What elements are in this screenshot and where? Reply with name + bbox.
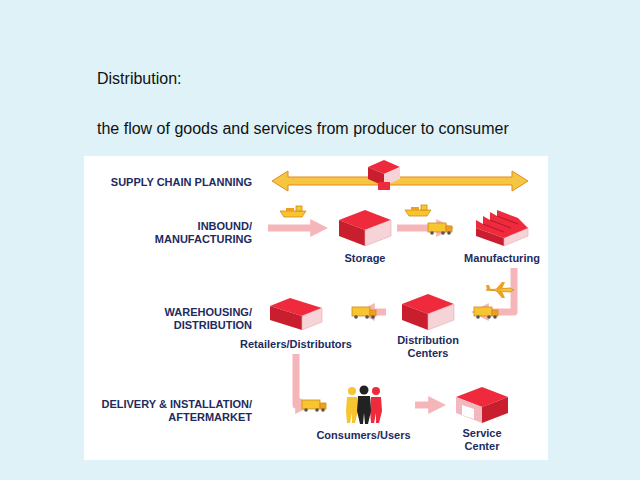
ship-icon [280, 206, 306, 217]
node-icon [482, 397, 508, 423]
node-icon [337, 208, 393, 248]
node-icon [372, 387, 380, 395]
flow-arrow [296, 354, 297, 405]
node-icon [476, 210, 528, 238]
row-label: SUPPLY CHAIN PLANNING [82, 176, 252, 189]
node-icon [400, 292, 456, 332]
row-label: WAREHOUSING/ DISTRIBUTION [152, 306, 252, 332]
node-icon [456, 397, 482, 423]
consumer-node: Consumers/Users [314, 385, 413, 443]
node-icon [483, 216, 518, 232]
node-caption: Retailers/Distributors [240, 336, 352, 351]
storage-node: Storage [335, 208, 395, 266]
ship-icon [280, 206, 306, 217]
truck-icon [474, 307, 498, 319]
distribution-center-node: Distribution Centers [388, 292, 468, 361]
node-icon [428, 304, 454, 330]
node-caption: Service Center [449, 425, 515, 453]
flow-arrow [487, 268, 514, 312]
node-icon [346, 397, 358, 423]
retailer-node: Retailers/Distributors [238, 294, 354, 352]
truck-icon [352, 307, 376, 319]
truck-icon [474, 307, 498, 319]
truck-icon [302, 400, 326, 412]
node-icon [462, 405, 474, 419]
node-caption: Manufacturing [464, 250, 540, 265]
service-center-node: Service Center [449, 385, 515, 454]
flow-arrow [415, 402, 430, 409]
node-icon [302, 308, 322, 330]
truck-icon [428, 223, 452, 235]
node-icon [270, 306, 302, 330]
node-icon [365, 220, 391, 246]
node-icon [370, 397, 382, 423]
planning-icon [378, 182, 390, 190]
planning-icon [368, 160, 400, 190]
node-icon [359, 386, 368, 395]
node-icon [339, 220, 365, 246]
inbound-arrow [268, 228, 312, 229]
inbound-arrow [268, 225, 312, 232]
node-icon [336, 385, 392, 425]
node-icon [402, 304, 428, 330]
node-icon [454, 385, 510, 425]
plane-icon [486, 282, 514, 298]
subtitle-text: the flow of goods and services from prod… [97, 120, 509, 138]
truck-icon [302, 400, 326, 412]
row-label: DELIVERY & INSTALLATION/ AFTERMARKET [84, 398, 252, 424]
ship-icon [405, 205, 431, 216]
truck-icon [352, 307, 376, 319]
truck-icon [428, 223, 452, 235]
node-caption: Distribution Centers [388, 332, 468, 360]
node-icon [474, 208, 530, 248]
ship-icon [405, 205, 431, 216]
plane-icon [486, 282, 514, 298]
manufacturing-node: Manufacturing [457, 208, 547, 266]
diagram-title: Distribution: [97, 70, 181, 88]
node-caption: Storage [345, 250, 386, 265]
node-icon [357, 396, 371, 424]
row-label: INBOUND/ MANUFACTURING [152, 220, 252, 246]
node-icon [268, 294, 324, 334]
node-icon [348, 387, 356, 395]
node-caption: Consumers/Users [316, 427, 410, 442]
